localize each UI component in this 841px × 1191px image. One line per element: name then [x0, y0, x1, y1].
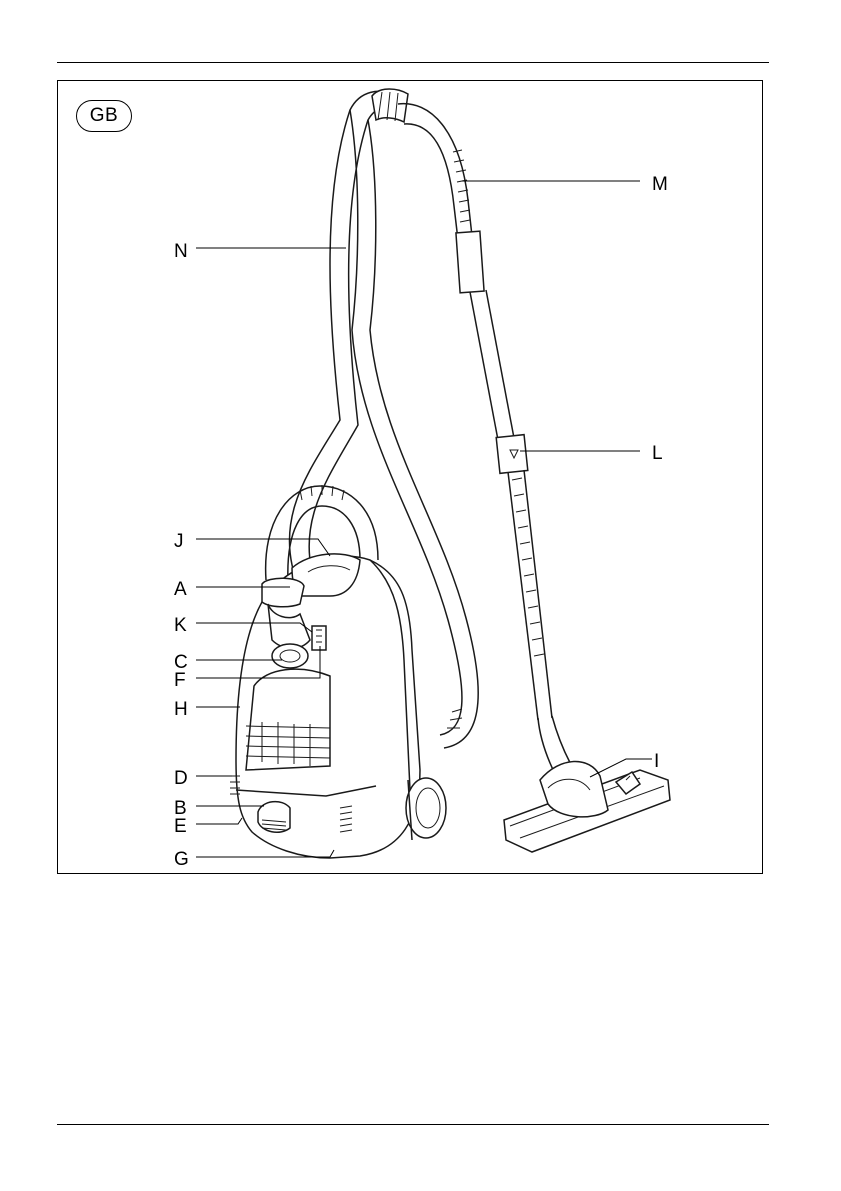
label-L: L	[652, 443, 663, 464]
floor-nozzle-drawing	[504, 761, 670, 852]
label-M: M	[652, 174, 668, 195]
wand-drawing	[398, 104, 574, 776]
label-A: A	[174, 579, 187, 600]
cleaner-body-drawing	[230, 485, 446, 858]
leader-E	[196, 818, 242, 824]
label-G: G	[174, 849, 189, 870]
footer-rule	[57, 1124, 769, 1125]
label-D: D	[174, 768, 188, 789]
label-K: K	[174, 615, 187, 636]
label-F: F	[174, 670, 186, 691]
label-E: E	[174, 816, 187, 837]
label-H: H	[174, 699, 188, 720]
label-N: N	[174, 241, 188, 262]
label-J: J	[174, 531, 184, 552]
label-I: I	[654, 751, 659, 772]
